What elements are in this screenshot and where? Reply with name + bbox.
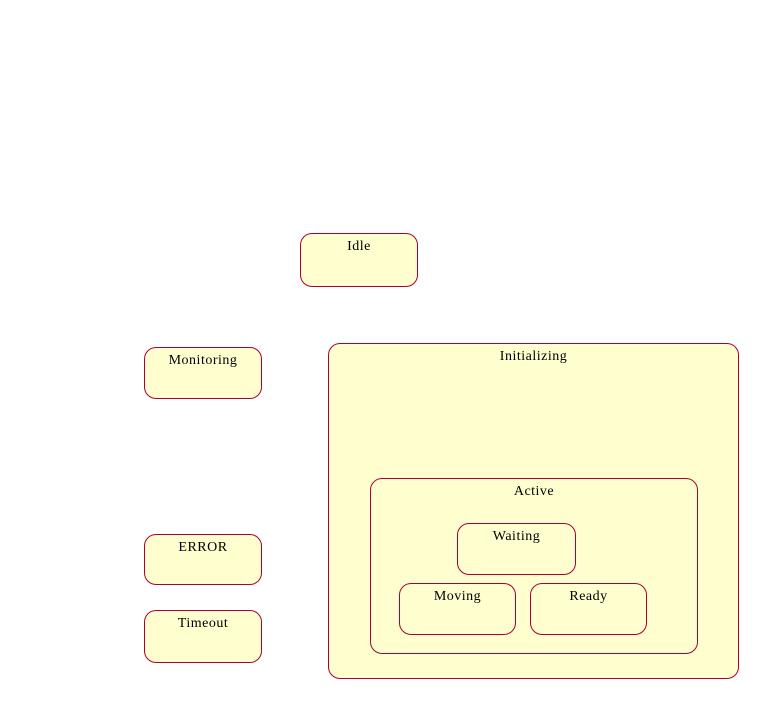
- state-waiting-label: Waiting: [492, 529, 541, 544]
- state-moving: Moving: [399, 583, 516, 635]
- state-initializing: Initializing Active Waiting Moving Ready: [328, 343, 739, 679]
- state-ready: Ready: [530, 583, 647, 635]
- state-waiting: Waiting: [457, 523, 576, 575]
- state-moving-label: Moving: [433, 589, 482, 604]
- state-initializing-label: Initializing: [499, 349, 568, 364]
- state-idle-label: Idle: [347, 239, 371, 254]
- state-error: ERROR: [144, 534, 262, 585]
- state-active-label: Active: [513, 484, 555, 499]
- state-timeout: Timeout: [144, 610, 262, 663]
- state-timeout-label: Timeout: [177, 616, 229, 631]
- state-monitoring: Monitoring: [144, 347, 262, 399]
- state-error-label: ERROR: [178, 540, 228, 555]
- state-idle: Idle: [300, 233, 418, 287]
- state-active: Active Waiting Moving Ready: [370, 478, 698, 654]
- state-ready-label: Ready: [569, 589, 608, 604]
- state-monitoring-label: Monitoring: [168, 353, 238, 368]
